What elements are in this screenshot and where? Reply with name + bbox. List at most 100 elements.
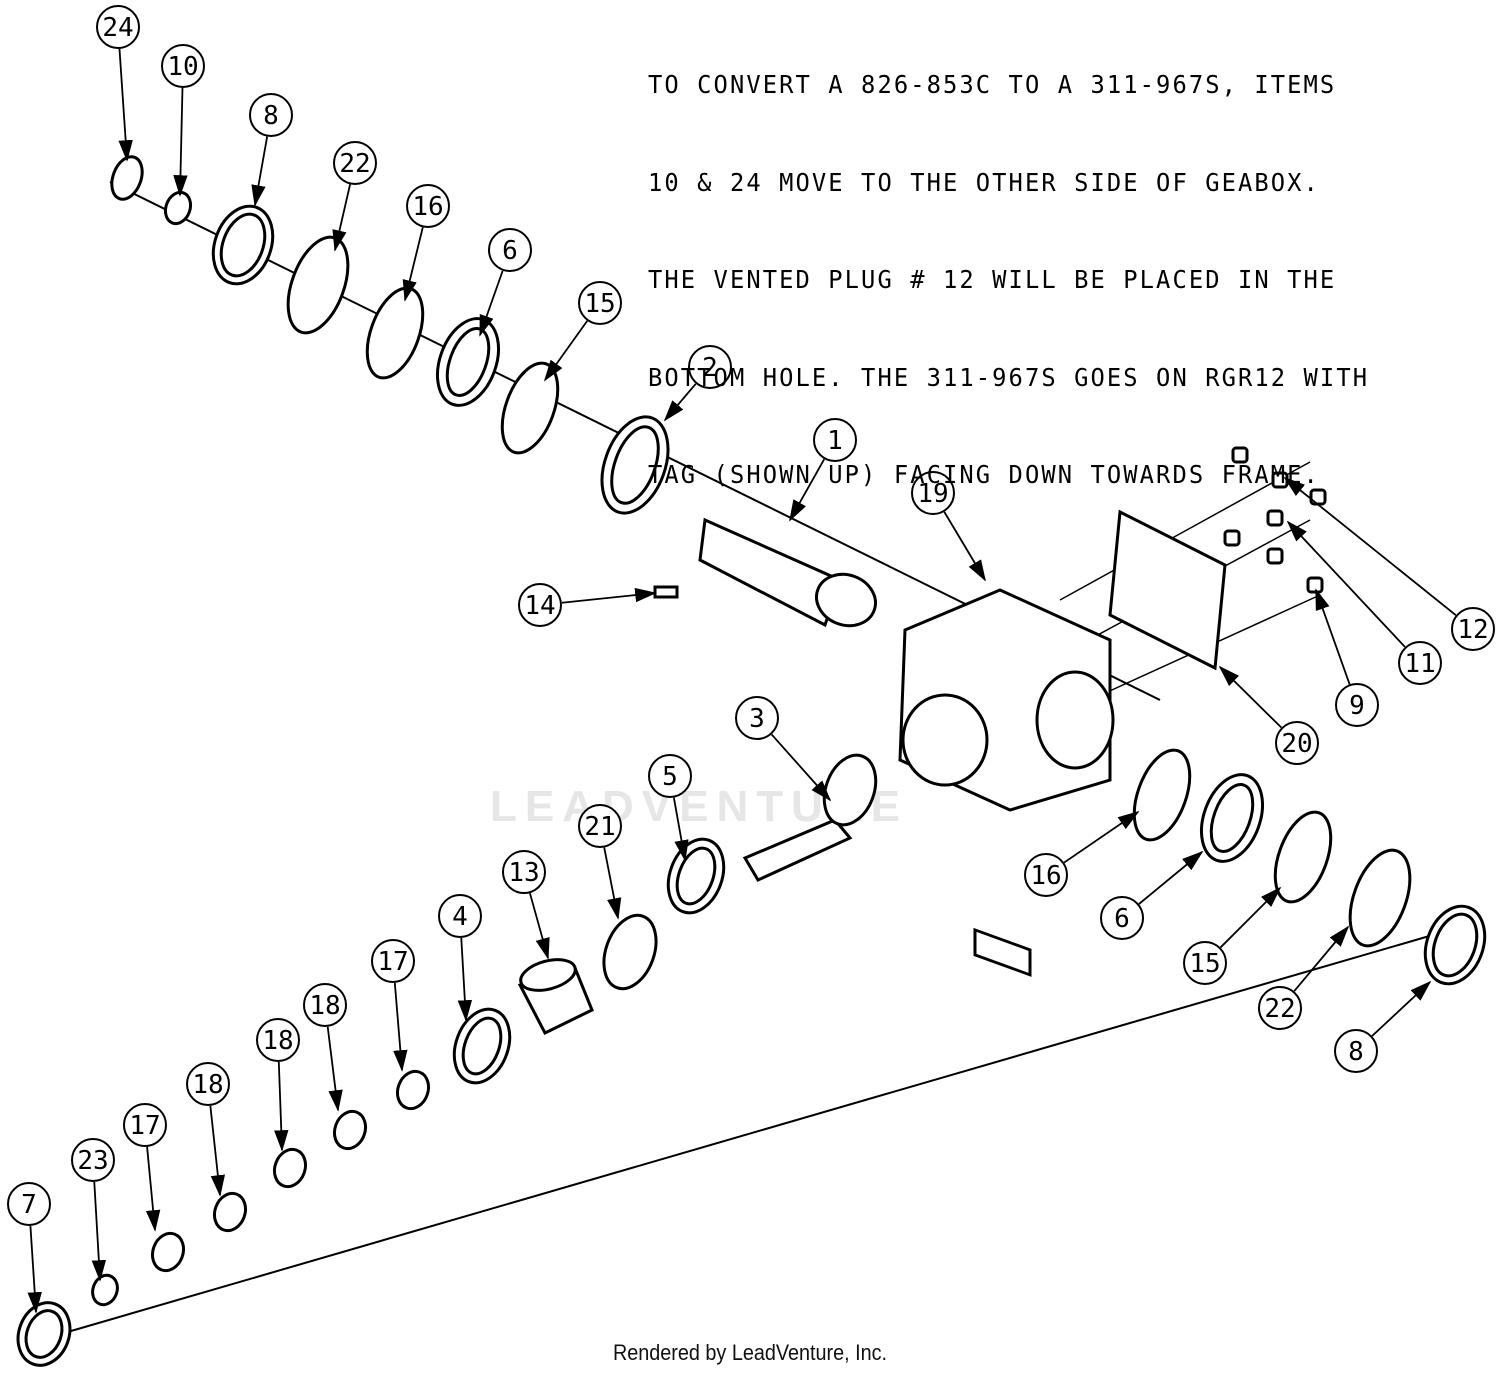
callout-24[interactable]: 24 [96,5,140,162]
o-ring-part [150,1231,186,1273]
callout-number: 11 [1404,649,1435,679]
callout-number: 5 [662,762,678,792]
callout-number: 3 [749,704,765,734]
callout-number: 2 [702,353,718,383]
callout-9[interactable]: 9 [1315,588,1379,727]
callout-3[interactable]: 3 [735,696,832,802]
snap-ring-part [602,913,658,991]
callout-number: 6 [1114,904,1130,934]
conversion-note: TO CONVERT A 826-853C TO A 311-967S, ITE… [648,4,1369,557]
callout-number: 12 [1457,615,1488,645]
callout-number: 15 [1189,949,1220,979]
callout-number: 17 [377,947,408,977]
callout-2[interactable]: 2 [663,345,732,422]
callout-7[interactable]: 7 [7,1182,51,1314]
note-line: BOTTOM HOLE. THE 311-967S GOES ON RGR12 … [648,362,1370,392]
note-line: TO CONVERT A 826-853C TO A 311-967S, ITE… [648,70,1337,99]
callout-17[interactable]: 17 [371,939,415,1072]
retaining-ring-part [110,155,144,201]
cover-plate-part [1108,509,1227,671]
callout-6[interactable]: 6 [1100,850,1204,940]
bolt-part [1306,576,1324,594]
callout-11[interactable]: 11 [1286,520,1442,685]
o-ring-part [395,1069,431,1111]
washer-part [16,1301,72,1367]
callout-22[interactable]: 22 [332,141,377,252]
o-ring-part [332,1109,368,1151]
callout-number: 22 [339,149,370,179]
callout-number: 8 [1348,1037,1364,1067]
key-part [653,585,679,599]
snap-ring-part [1348,848,1412,948]
bolt-part [1223,529,1241,547]
seal-part [1423,904,1487,986]
callout-16[interactable]: 16 [402,184,450,302]
o-ring-part [1132,748,1192,842]
callout-6[interactable]: 6 [479,228,532,337]
callout-number: 23 [77,1146,108,1176]
pinion-shaft-part [698,517,877,628]
o-ring-part [212,1191,248,1233]
callout-20[interactable]: 20 [1218,665,1319,765]
callout-8[interactable]: 8 [1334,980,1432,1073]
callout-number: 19 [917,479,948,509]
callout-14[interactable]: 14 [518,583,657,627]
callout-number: 18 [192,1070,223,1100]
o-ring-part [91,1273,119,1307]
callout-13[interactable]: 13 [502,850,550,960]
bolt-part [1266,509,1284,527]
callout-5[interactable]: 5 [648,754,692,862]
callout-number: 15 [584,289,615,319]
callout-number: 10 [167,52,198,82]
bolt-part [1231,446,1249,464]
callout-number: 9 [1349,691,1365,721]
callout-17[interactable]: 17 [123,1103,167,1232]
callout-number: 16 [412,192,443,222]
callout-18[interactable]: 18 [186,1062,230,1197]
callout-21[interactable]: 21 [578,804,622,920]
callout-12[interactable]: 12 [1283,476,1495,651]
note-line: 10 & 24 MOVE TO THE OTHER SIDE OF GEABOX… [648,167,1320,197]
bolt-part [1266,547,1284,565]
o-ring-part [365,286,425,380]
callout-number: 21 [584,812,615,842]
callout-4[interactable]: 4 [438,894,482,1022]
callout-number: 17 [129,1111,160,1141]
callout-15[interactable]: 15 [1183,886,1282,985]
callout-8[interactable]: 8 [249,93,293,207]
callout-23[interactable]: 23 [71,1138,115,1282]
bearing-part [1200,773,1264,863]
callout-number: 22 [1264,994,1295,1024]
o-ring-part [500,361,560,455]
callout-number: 1 [827,426,843,456]
callout-15[interactable]: 15 [543,281,622,382]
callout-number: 14 [524,591,555,621]
callout-number: 24 [102,13,133,43]
bearing-part [666,837,726,915]
callout-number: 7 [21,1190,37,1220]
bearing-part [436,317,500,407]
gearbox-housing-part [898,588,1115,977]
callout-number: 13 [508,858,539,888]
note-line: TAG (SHOWN UP) FACING DOWN TOWARDS FRAME… [648,460,1320,489]
input-shaft-part [742,753,878,882]
footer-credit: Rendered by LeadVenture, Inc. [612,1340,888,1365]
callout-number: 16 [1030,861,1061,891]
callout-18[interactable]: 18 [256,1018,300,1152]
spacer-part [517,958,594,1035]
callout-10[interactable]: 10 [161,44,205,197]
o-ring-part [272,1147,308,1189]
callout-1[interactable]: 1 [789,418,857,522]
callout-18[interactable]: 18 [303,983,347,1112]
callout-16[interactable]: 16 [1024,810,1140,897]
note-line: THE VENTED PLUG # 12 WILL BE PLACED IN T… [648,265,1337,294]
o-ring-part [1273,810,1333,904]
bearing-part [452,1007,512,1085]
callout-number: 6 [502,236,518,266]
snap-ring-part [286,235,350,335]
callout-19[interactable]: 19 [911,471,986,582]
callout-number: 4 [452,902,468,932]
callout-22[interactable]: 22 [1258,925,1350,1030]
seal-part [211,204,275,286]
